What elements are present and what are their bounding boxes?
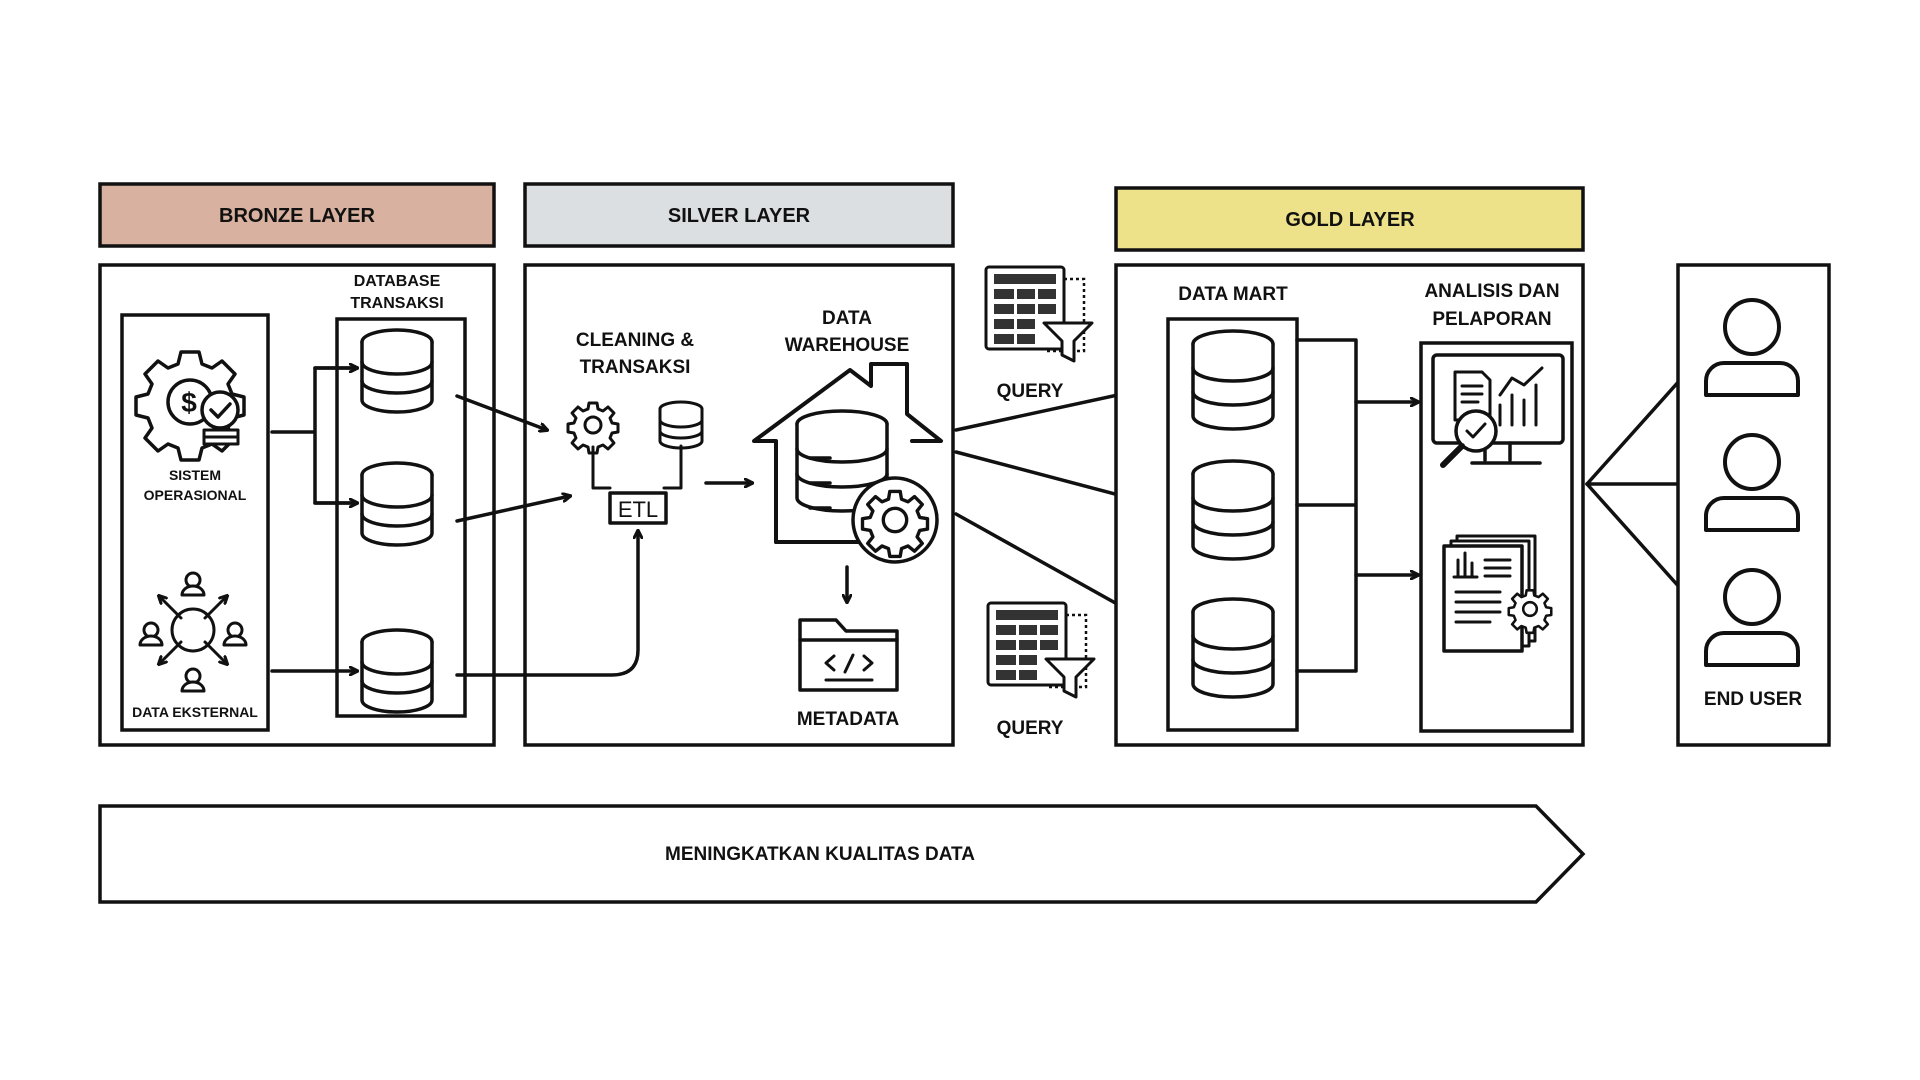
database-icon [658, 400, 704, 450]
cleaning-title-2: TRANSAKSI [580, 357, 691, 378]
end-user-label: END USER [1704, 689, 1802, 710]
source-operational-label-1: SISTEM [169, 467, 221, 483]
network-users-icon [138, 571, 248, 693]
gear-dollar-icon: $ [134, 350, 246, 462]
svg-text:$: $ [181, 387, 197, 418]
query-table-icon [984, 265, 1094, 363]
gold-layer-title: GOLD LAYER [1285, 209, 1415, 231]
source-external-label: DATA EKSTERNAL [132, 704, 258, 720]
warehouse-title-2: WAREHOUSE [785, 335, 910, 356]
quality-arrow-label: MENINGKATKAN KUALITAS DATA [665, 844, 975, 865]
data-mart-title: DATA MART [1178, 284, 1288, 305]
metadata-folder-icon [798, 618, 899, 692]
quality-progress-arrow: MENINGKATKAN KUALITAS DATA [98, 804, 1586, 904]
report-document-icon [1442, 534, 1553, 653]
database-icon [360, 461, 434, 547]
database-icon [1191, 597, 1275, 699]
silver-layer-panel: CLEANING & TRANSAKSI ETL DATA WAREHOUSE [523, 263, 955, 747]
warehouse-title-1: DATA [822, 308, 872, 329]
bronze-layer-header: BRONZE LAYER [98, 182, 496, 248]
database-transaction-title-2: TRANSAKSI [350, 295, 443, 312]
db-to-etl-connector [455, 531, 638, 677]
source-operational-label-2: OPERASIONAL [144, 487, 247, 503]
source-to-db-connector [270, 366, 359, 505]
database-icon [1191, 459, 1275, 561]
data-warehouse-icon [752, 362, 943, 564]
database-icon [1191, 329, 1275, 431]
database-icon [360, 628, 434, 714]
query-label-top: QUERY [997, 381, 1064, 402]
analytics-monitor-icon [1431, 353, 1565, 468]
db-to-etl-arrow [455, 496, 570, 523]
query-table-icon [986, 601, 1096, 699]
etl-box [608, 491, 668, 525]
gold-layer-panel: DATA MART ANALISIS DAN PELAPORAN [1114, 263, 1585, 747]
etl-label: ETL [618, 497, 658, 522]
database-icon [360, 328, 434, 414]
analysis-title-1: ANALISIS DAN [1424, 281, 1559, 302]
db-to-cleaning-arrow [455, 394, 547, 430]
sources-panel [120, 313, 270, 732]
analysis-title-2: PELAPORAN [1432, 309, 1551, 330]
bronze-layer-panel: $ SISTEM OPERASIONAL DATA EKSTERNAL [98, 263, 496, 747]
gold-layer-header: GOLD LAYER [1114, 186, 1585, 252]
silver-layer-title: SILVER LAYER [668, 205, 811, 227]
database-transaction-title-1: DATABASE [354, 273, 441, 290]
cleaning-title-1: CLEANING & [576, 330, 695, 351]
end-user-panel: END USER [1676, 263, 1831, 747]
query-label-bottom: QUERY [997, 718, 1064, 739]
bronze-layer-title: BRONZE LAYER [219, 205, 376, 227]
silver-layer-header: SILVER LAYER [523, 182, 955, 248]
metadata-label: METADATA [797, 709, 900, 730]
